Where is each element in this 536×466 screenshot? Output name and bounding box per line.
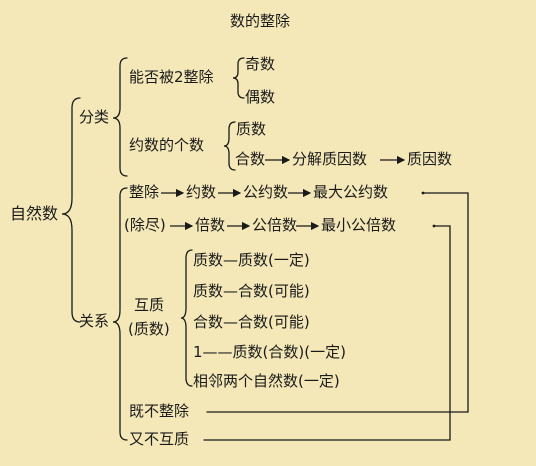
coprime-case: 相邻两个自然数(一定)	[193, 372, 340, 390]
coprime-case: 质数—质数(一定)	[193, 251, 310, 269]
node-gcd: 最大公约数	[313, 183, 389, 201]
feedback-loop-gcd	[206, 192, 469, 413]
root-brace	[61, 97, 81, 323]
diagram-title: 数的整除	[230, 12, 291, 30]
coprime-case: 质数—合数(可能)	[193, 282, 310, 300]
loop-dot-lcm	[432, 224, 436, 228]
divisible-2-brace	[232, 57, 245, 99]
node-divisible-by-2: 能否被2整除	[129, 68, 214, 86]
node-exact-division: (除尽)	[124, 216, 166, 234]
node-divisor-count: 约数的个数	[129, 136, 205, 154]
node-factorize: 分解质因数	[292, 150, 368, 168]
loop-dot-gcd	[421, 191, 425, 195]
classification-brace	[112, 57, 128, 177]
coprime-case: 合数—合数(可能)	[193, 313, 310, 331]
node-nor-coprime: 又不互质	[129, 430, 190, 448]
node-odd-number: 奇数	[245, 55, 276, 73]
coprime-case: 1——质数(合数)(一定)	[193, 343, 346, 361]
node-even-number: 偶数	[245, 88, 276, 106]
coprime-brace	[180, 249, 193, 387]
relation-brace	[112, 187, 128, 441]
node-coprime-prime: (质数)	[128, 320, 170, 338]
branch-relation: 关系	[79, 312, 110, 330]
node-lcm: 最小公倍数	[321, 216, 397, 234]
node-composite: 合数	[235, 150, 266, 168]
branch-classification: 分类	[79, 108, 110, 126]
root-node: 自然数	[10, 204, 59, 223]
feedback-loop-lcm	[203, 225, 451, 441]
node-divides: 整除	[129, 183, 160, 201]
node-prime-factor: 质因数	[407, 150, 453, 168]
node-neither-divisible: 既不整除	[129, 402, 190, 420]
node-divisor: 约数	[186, 183, 217, 201]
node-prime: 质数	[236, 120, 267, 138]
divisor-count-brace	[223, 121, 236, 171]
node-common-divisor: 公约数	[243, 183, 289, 201]
node-common-multiple: 公倍数	[252, 216, 298, 234]
node-coprime: 互质	[134, 296, 165, 314]
node-multiple: 倍数	[195, 216, 226, 234]
